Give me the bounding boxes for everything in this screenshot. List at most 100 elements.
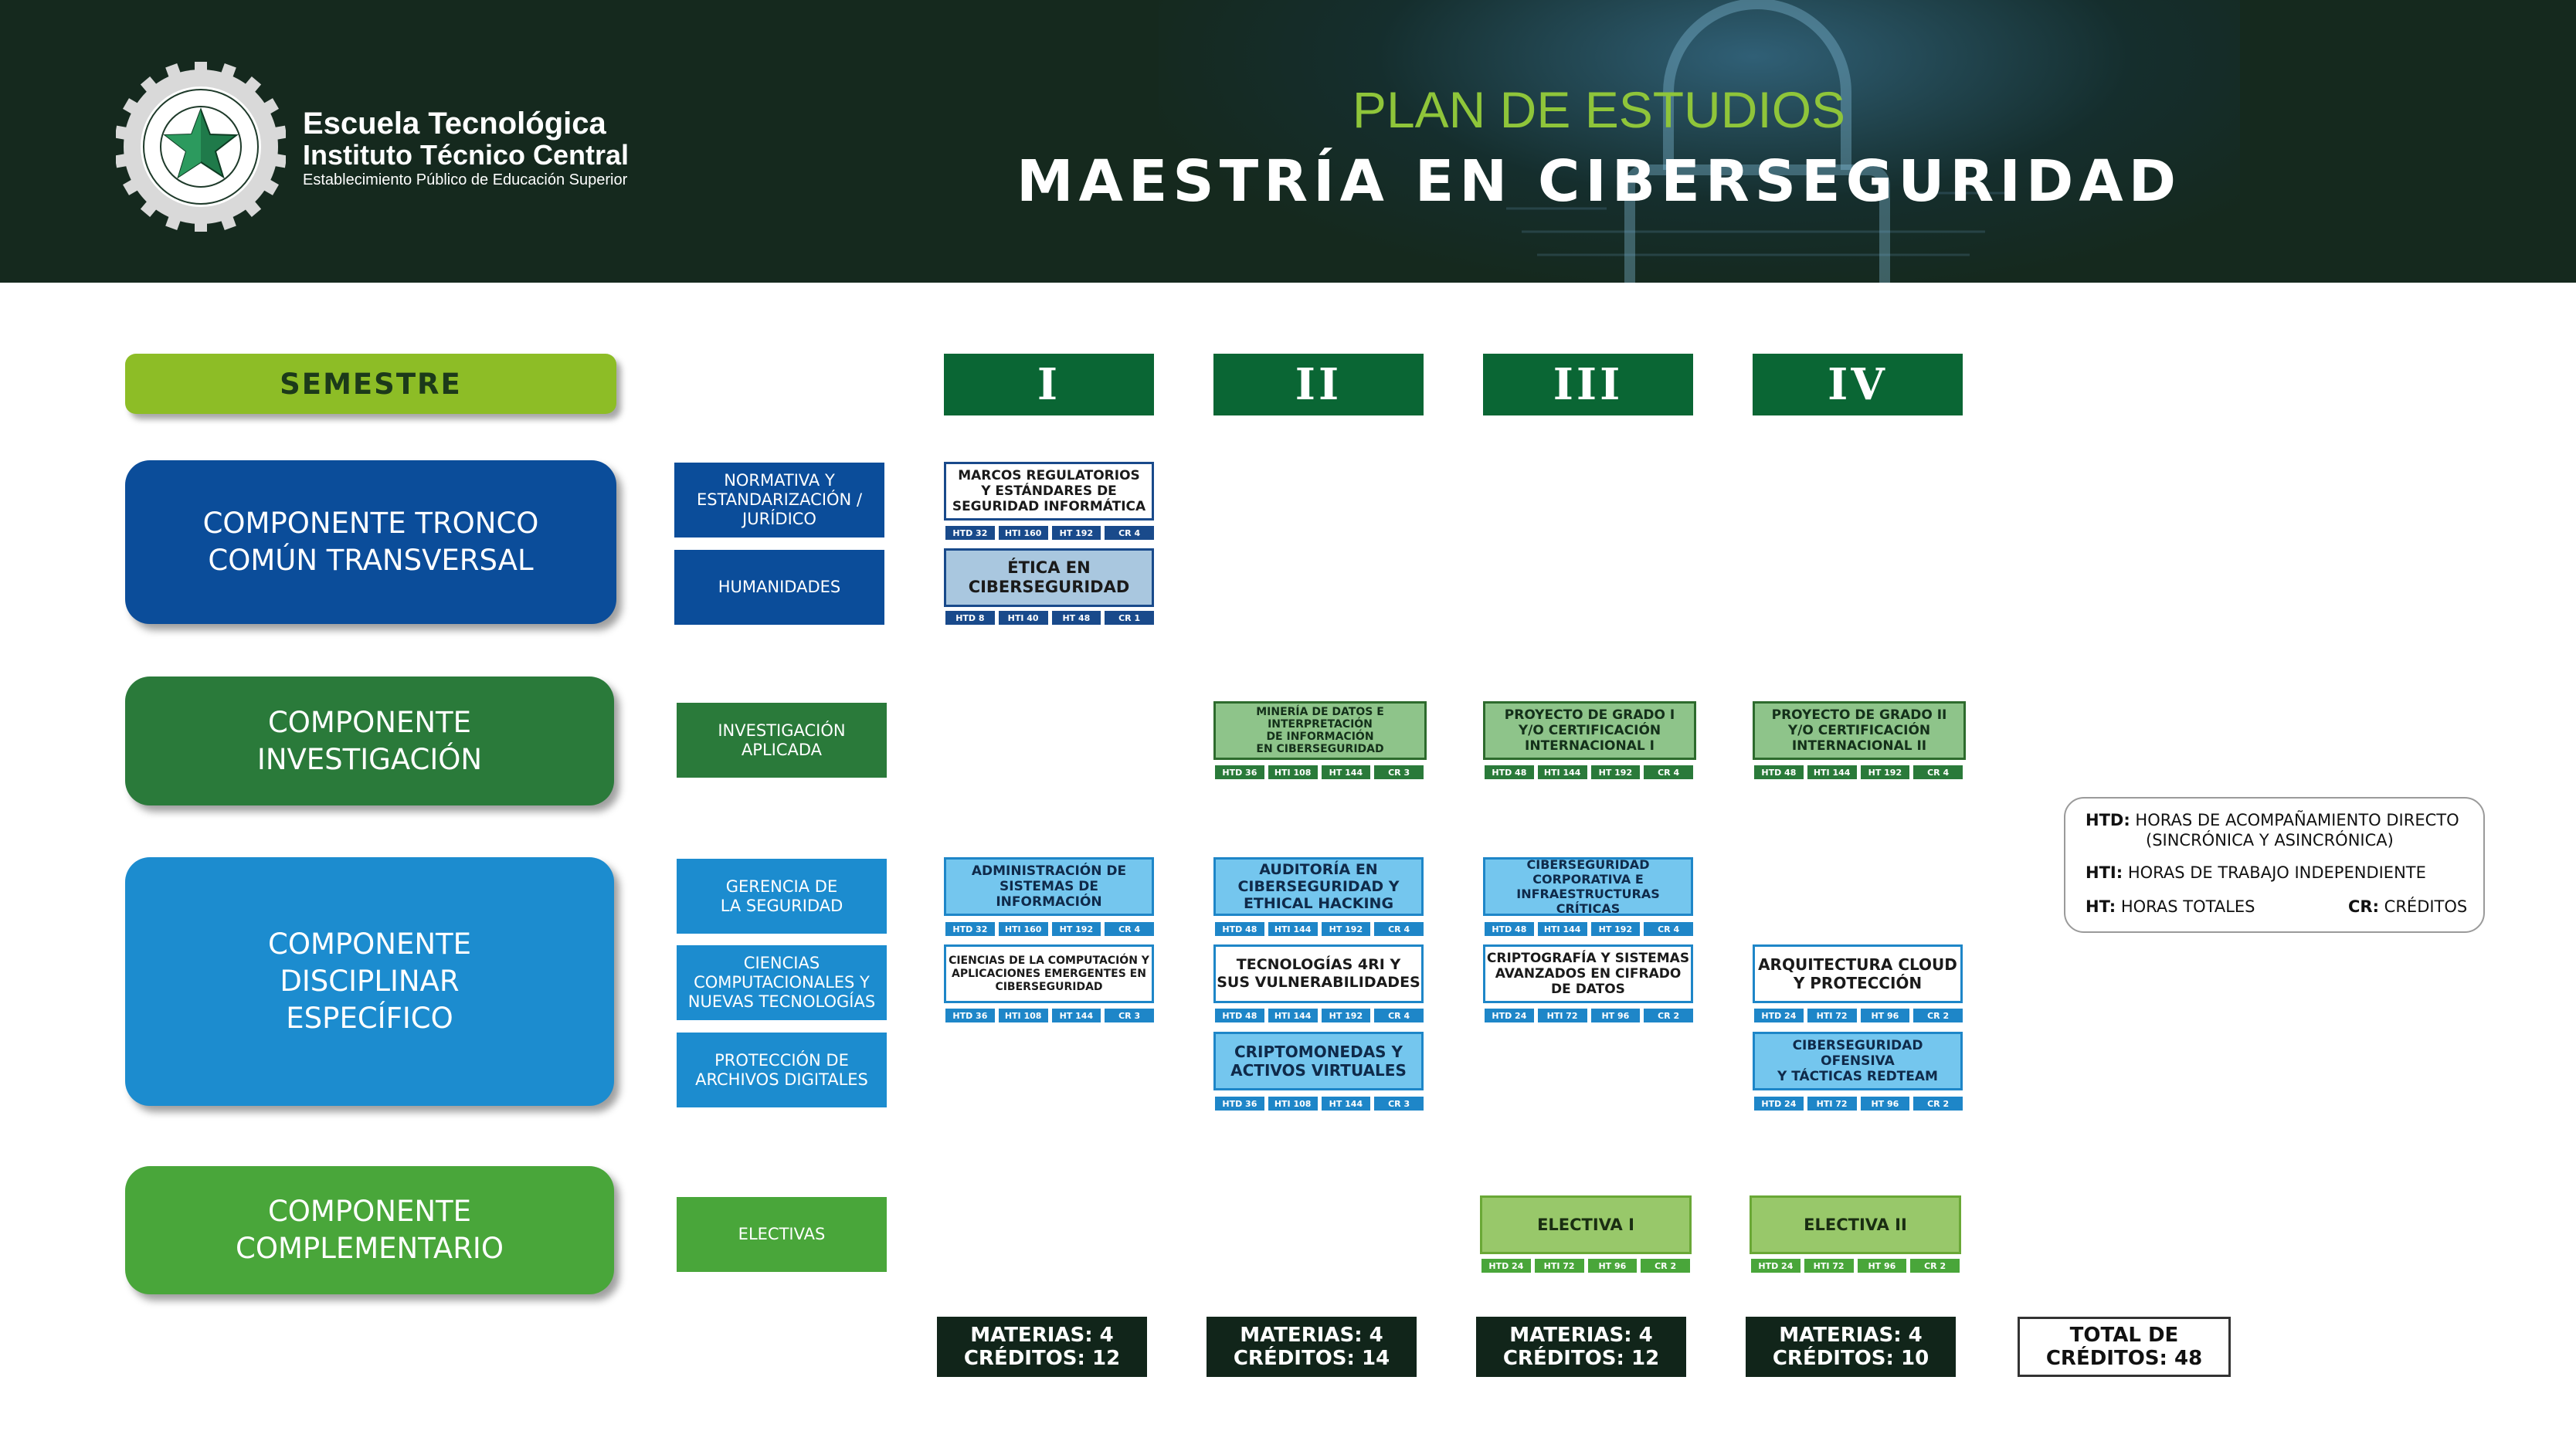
stat-hti: HTI 72 [1807,1009,1857,1022]
course-stats: HTD 24 HTI 72 HT 96 CR 2 [1754,1097,1963,1111]
stat-htd: HTD 32 [945,526,995,540]
stat-hti: HTI 72 [1537,1009,1587,1022]
legend-htd-key: HTD: [2086,811,2130,829]
course-electiva-2: ELECTIVA II [1750,1195,1961,1254]
stat-ht: HT 144 [1321,765,1371,779]
stat-ht: HT 192 [1590,922,1641,936]
stat-cr: CR 2 [1913,1009,1963,1022]
total-credits: TOTAL DE CRÉDITOS: 48 [2018,1317,2231,1377]
semester-total-3: MATERIAS: 4 CRÉDITOS: 12 [1476,1317,1686,1377]
semester-header-1: I [944,354,1154,415]
stat-hti: HTI 144 [1807,765,1857,779]
institution-name: Escuela Tecnológica Instituto Técnico Ce… [303,107,629,190]
stat-cr: CR 2 [1913,1097,1963,1111]
component-complementario: COMPONENTE COMPLEMENTARIO [125,1166,614,1294]
stat-hti: HTI 144 [1268,1009,1318,1022]
stat-cr: CR 2 [1644,1009,1693,1022]
stat-ht: HT 192 [1321,1009,1371,1022]
stat-ht: HT 96 [1590,1009,1641,1022]
stat-htd: HTD 48 [1485,922,1534,936]
stat-hti: HTI 40 [998,611,1048,625]
stat-cr: CR 3 [1374,1097,1424,1111]
course-arquitectura-cloud: ARQUITECTURA CLOUD Y PROTECCIÓN [1753,944,1963,1003]
stat-htd: HTD 8 [945,611,995,625]
stat-htd: HTD 24 [1754,1097,1804,1111]
stat-cr: CR 4 [1105,922,1154,936]
area-electivas: ELECTIVAS [677,1197,887,1272]
stat-hti: HTI 108 [1268,765,1318,779]
stat-cr: CR 4 [1374,922,1424,936]
stat-ht: HT 192 [1051,922,1101,936]
legend-htd-text: HORAS DE ACOMPAÑAMIENTO DIRECTO [2135,811,2459,829]
stat-htd: HTD 24 [1481,1259,1531,1273]
stat-ht: HT 192 [1321,922,1371,936]
course-stats: HTD 24 HTI 72 HT 96 CR 2 [1751,1259,1960,1273]
stat-ht: HT 48 [1051,611,1101,625]
course-stats: HTD 36 HTI 108 HT 144 CR 3 [1215,765,1424,779]
stat-htd: HTD 48 [1215,1009,1264,1022]
semester-label: SEMESTRE [125,354,616,414]
stat-htd: HTD 36 [1215,765,1264,779]
semester-header-2: II [1213,354,1424,415]
stat-ht: HT 144 [1051,1009,1101,1022]
stat-hti: HTI 160 [998,922,1048,936]
course-stats: HTD 24 HTI 72 HT 96 CR 2 [1485,1009,1693,1022]
stat-cr: CR 3 [1105,1009,1154,1022]
legend-ht-text: HORAS TOTALES [2120,897,2255,916]
stat-cr: CR 2 [1910,1259,1960,1273]
course-stats: HTD 24 HTI 72 HT 96 CR 2 [1754,1009,1963,1022]
stat-cr: CR 1 [1105,611,1154,625]
course-ciberseguridad-ofensiva: CIBERSEGURIDAD OFENSIVA Y TÁCTICAS REDTE… [1753,1032,1963,1090]
semester-total-1: MATERIAS: 4 CRÉDITOS: 12 [937,1317,1147,1377]
stat-htd: HTD 24 [1751,1259,1800,1273]
stat-htd: HTD 36 [945,1009,995,1022]
legend-htd-text2: (SINCRÓNICA Y ASINCRÓNICA) [2146,831,2394,849]
stat-cr: CR 2 [1641,1259,1690,1273]
stat-cr: CR 4 [1644,922,1693,936]
course-proyecto-grado-2: PROYECTO DE GRADO II Y/O CERTIFICACIÓN I… [1753,701,1966,760]
legend-box: HTD: HORAS DE ACOMPAÑAMIENTO DIRECTO (SI… [2064,797,2485,933]
course-mineria-datos: MINERÍA DE DATOS E INTERPRETACIÓN DE INF… [1213,701,1427,760]
component-investigacion: COMPONENTE INVESTIGACIÓN [125,677,614,805]
area-gerencia-seguridad: GERENCIA DE LA SEGURIDAD [677,859,887,934]
stat-ht: HT 192 [1860,765,1910,779]
course-criptomonedas: CRIPTOMONEDAS Y ACTIVOS VIRTUALES [1213,1032,1424,1090]
page-title: MAESTRÍA EN CIBERSEGURIDAD [1016,148,2182,215]
institution-name-line1: Escuela Tecnológica [303,107,606,141]
institution-name-line3: Establecimiento Público de Educación Sup… [303,171,628,188]
stat-htd: HTD 48 [1754,765,1804,779]
stat-hti: HTI 144 [1537,922,1587,936]
stat-cr: CR 4 [1374,1009,1424,1022]
course-stats: HTD 48 HTI 144 HT 192 CR 4 [1485,922,1693,936]
area-proteccion-archivos: PROTECCIÓN DE ARCHIVOS DIGITALES [677,1033,887,1107]
padlock-icon [1506,0,2008,283]
area-humanidades: HUMANIDADES [674,550,884,625]
stat-hti: HTI 72 [1804,1259,1854,1273]
course-ciberseguridad-corporativa: CIBERSEGURIDAD CORPORATIVA E INFRAESTRUC… [1483,857,1693,916]
stat-cr: CR 4 [1105,526,1154,540]
stat-htd: HTD 32 [945,922,995,936]
stat-hti: HTI 72 [1534,1259,1584,1273]
course-ciencias-computacion: CIENCIAS DE LA COMPUTACIÓN Y APLICACIONE… [944,944,1154,1003]
course-proyecto-grado-1: PROYECTO DE GRADO I Y/O CERTIFICACIÓN IN… [1483,701,1696,760]
legend-ht-key: HT: [2086,897,2116,916]
legend-cr-text: CRÉDITOS [2384,897,2468,916]
course-stats: HTD 36 HTI 108 HT 144 CR 3 [1215,1097,1424,1111]
area-investigacion-aplicada: INVESTIGACIÓN APLICADA [677,703,887,778]
stat-cr: CR 4 [1644,765,1693,779]
stat-cr: CR 3 [1374,765,1424,779]
course-stats: HTD 32 HTI 160 HT 192 CR 4 [945,922,1154,936]
semester-total-2: MATERIAS: 4 CRÉDITOS: 14 [1207,1317,1417,1377]
stat-ht: HT 192 [1590,765,1641,779]
course-marcos-regulatorios: MARCOS REGULATORIOS Y ESTÁNDARES DE SEGU… [944,462,1154,521]
stat-ht: HT 96 [1860,1097,1910,1111]
course-stats: HTD 8 HTI 40 HT 48 CR 1 [945,611,1154,625]
stat-ht: HT 96 [1587,1259,1638,1273]
stat-hti: HTI 72 [1807,1097,1857,1111]
course-administracion-sistemas: ADMINISTRACIÓN DE SISTEMAS DE INFORMACIÓ… [944,857,1154,916]
stat-htd: HTD 48 [1215,922,1264,936]
stat-hti: HTI 160 [998,526,1048,540]
legend-hti-text: HORAS DE TRABAJO INDEPENDIENTE [2127,863,2426,882]
header-background-glow [1159,0,2240,283]
page-subtitle: PLAN DE ESTUDIOS [1352,81,1846,138]
